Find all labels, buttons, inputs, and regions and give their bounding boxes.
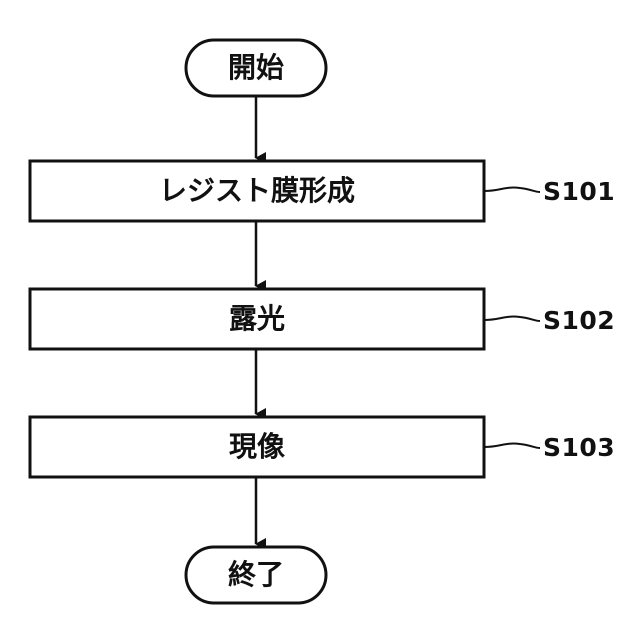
leader-line-s103 — [484, 444, 540, 448]
end-terminal: 終了 — [186, 547, 326, 603]
step-ref-s101: S101 — [543, 177, 615, 206]
process-label-s103: 現像 — [229, 430, 286, 463]
process-step-s102: 露光 S102 — [30, 289, 615, 349]
start-terminal: 開始 — [186, 40, 326, 96]
process-label-s101: レジスト膜形成 — [159, 174, 355, 207]
end-label: 終了 — [228, 558, 284, 591]
process-step-s101: レジスト膜形成 S101 — [30, 161, 615, 221]
step-ref-s103: S103 — [543, 433, 615, 462]
process-label-s102: 露光 — [229, 302, 285, 335]
process-step-s103: 現像 S103 — [30, 417, 615, 477]
leader-line-s102 — [484, 317, 540, 321]
leader-line-s101 — [484, 188, 540, 192]
start-label: 開始 — [228, 51, 284, 84]
step-ref-s102: S102 — [543, 306, 615, 335]
